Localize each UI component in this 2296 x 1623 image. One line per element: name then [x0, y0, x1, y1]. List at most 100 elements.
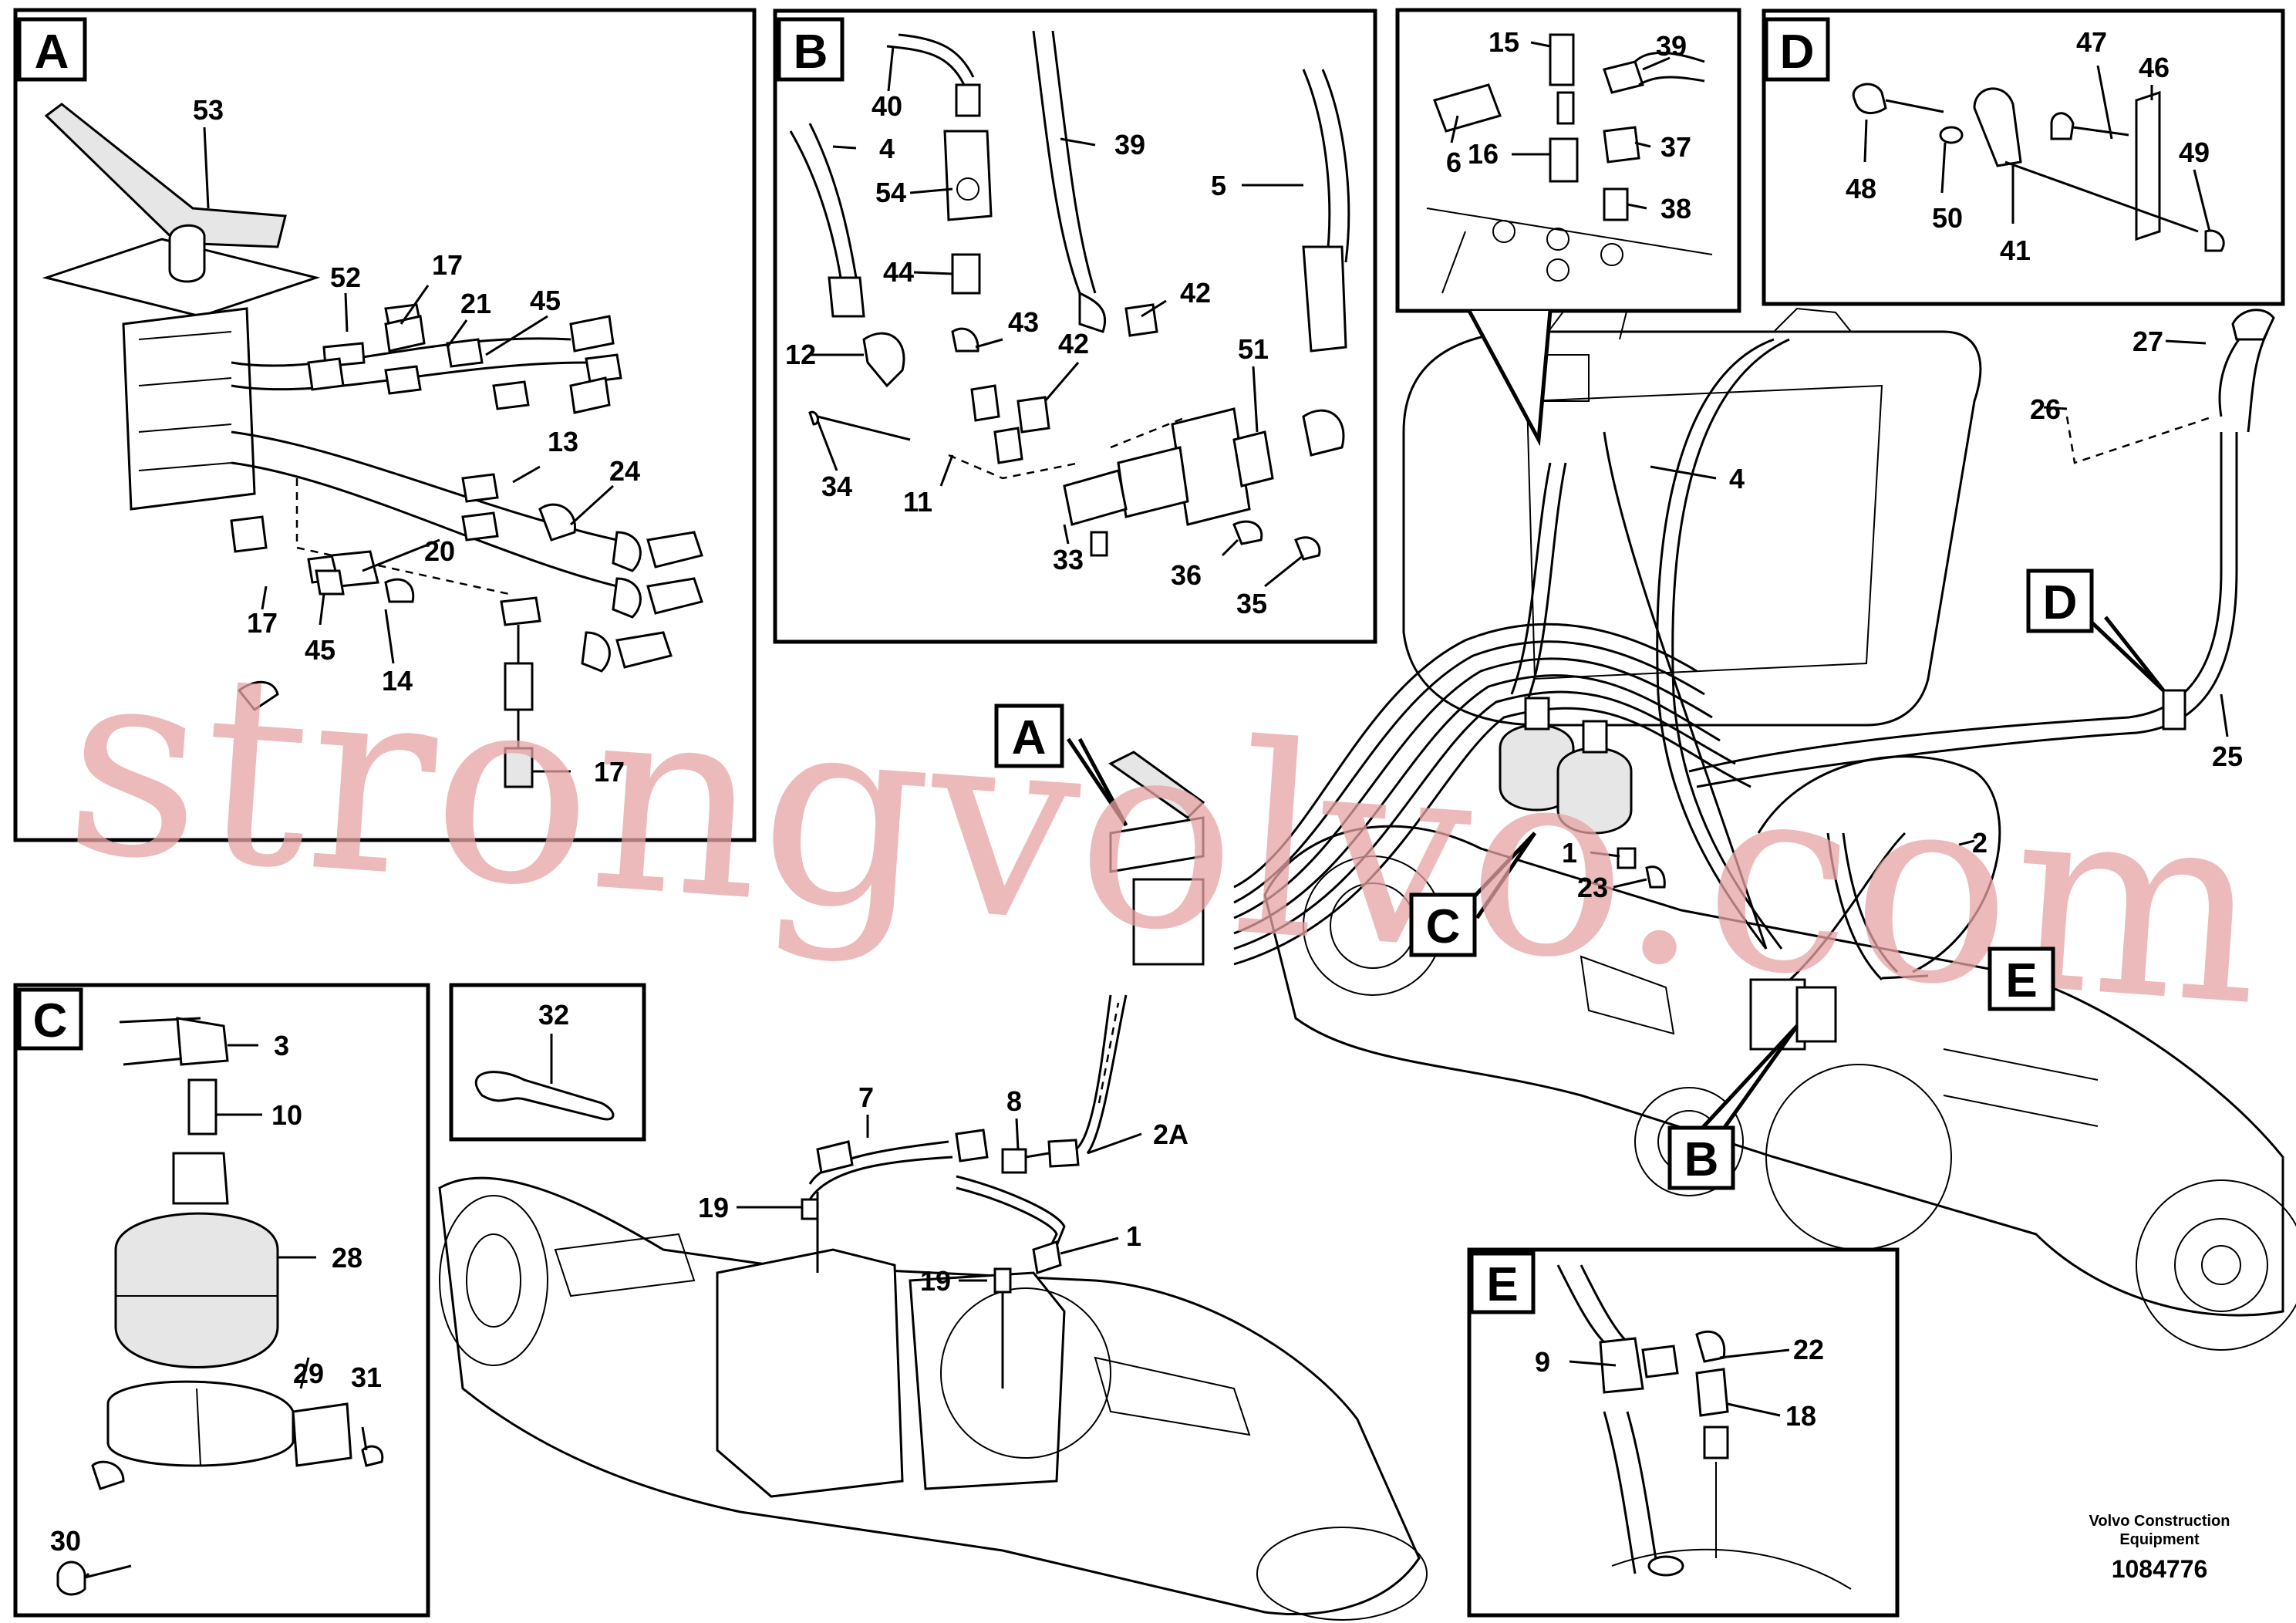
- callout-46: 46: [2139, 52, 2170, 83]
- svg-text:D: D: [2043, 576, 2078, 629]
- callout-7: 7: [858, 1081, 874, 1113]
- callout-54: 54: [875, 177, 906, 208]
- svg-text:A: A: [35, 25, 69, 79]
- callout-21: 21: [460, 288, 491, 319]
- callout-38: 38: [1660, 193, 1691, 224]
- callout-12: 12: [785, 339, 816, 370]
- callout-13: 13: [548, 426, 578, 457]
- badge-panel-c: C: [17, 987, 83, 1051]
- callout-5: 5: [1211, 170, 1226, 201]
- accumulator-drawing: [1499, 697, 1633, 835]
- callout-45: 45: [530, 285, 561, 316]
- callout-49: 49: [2179, 137, 2210, 168]
- badge-main-a: A: [994, 704, 1064, 768]
- badge-main-b: B: [1667, 1125, 1735, 1190]
- callout-2: 2: [1972, 827, 1988, 859]
- panel-b-drawing: [789, 30, 1350, 561]
- svg-text:C: C: [33, 994, 68, 1048]
- callout-8: 8: [1006, 1085, 1022, 1117]
- callout-10: 10: [271, 1099, 302, 1131]
- callout-43: 43: [1008, 306, 1039, 338]
- badge-main-d: D: [2026, 569, 2094, 633]
- callout-4-main: 4: [1729, 463, 1745, 494]
- badge-main-c: C: [1409, 892, 1477, 957]
- main-callouts: 27 26 4 25 2 1 23 7 8 2A 19 19 1: [698, 326, 2243, 1297]
- main-assembly-drawing: [438, 277, 2296, 1621]
- callout-28: 28: [332, 1242, 362, 1274]
- badge-panel-e: E: [1469, 1251, 1536, 1314]
- callout-20: 20: [424, 535, 455, 567]
- panel-d: [1762, 8, 2285, 306]
- svg-text:C: C: [1426, 900, 1461, 953]
- callout-39b: 39: [1656, 30, 1687, 62]
- callout-39: 39: [1114, 129, 1145, 160]
- callout-22: 22: [1793, 1334, 1824, 1365]
- callout-51: 51: [1238, 333, 1269, 365]
- callout-3: 3: [274, 1030, 289, 1061]
- document-number: 1084776: [2112, 1555, 2208, 1583]
- callout-44: 44: [883, 256, 914, 288]
- callout-2a: 2A: [1153, 1119, 1188, 1150]
- panel-top-callouts: 15 39 6 16 37 38: [1446, 26, 1691, 224]
- callout-42b: 42: [1058, 328, 1089, 359]
- callout-1-main: 1: [1562, 837, 1577, 869]
- panel-a-callouts: 53 52 17 21 45 13 24 20 17 45 14 17: [193, 94, 640, 788]
- callout-23: 23: [1577, 872, 1608, 903]
- svg-text:E: E: [1486, 1258, 1518, 1311]
- callout-15: 15: [1489, 26, 1519, 58]
- panel-c-drawing: [56, 1017, 384, 1596]
- panel-e-callouts: 9 22 18: [1535, 1334, 1824, 1432]
- svg-text:B: B: [1684, 1133, 1719, 1186]
- callout-17b: 17: [247, 607, 278, 639]
- callout-41: 41: [2000, 235, 2031, 266]
- svg-text:E: E: [2005, 954, 2037, 1007]
- panel-d-drawing: [1852, 83, 2225, 252]
- panel-e-drawing: [1556, 1264, 1852, 1590]
- leader-lines: [83, 41, 2229, 1579]
- svg-text:A: A: [1012, 711, 1047, 764]
- badge-main-e: E: [1988, 946, 2055, 1011]
- callout-19b: 19: [920, 1265, 951, 1297]
- callout-50: 50: [1932, 202, 1963, 234]
- callout-27: 27: [2132, 326, 2163, 357]
- panel-b-callouts: 40 4 39 5 54 44 43 42 42 51 12 34 11 33 …: [785, 90, 1269, 619]
- panel-d-callouts: 47 46 48 50 41 49: [1846, 26, 2210, 266]
- callout-29: 29: [293, 1358, 324, 1389]
- panel-e: [1467, 1247, 1900, 1618]
- callout-25: 25: [2212, 741, 2243, 772]
- callout-6: 6: [1446, 147, 1462, 178]
- cable-tie-drawing: [474, 1071, 615, 1121]
- callout-33: 33: [1053, 544, 1084, 575]
- callout-37: 37: [1660, 131, 1691, 163]
- panel-c: [13, 983, 430, 1618]
- panel-c-callouts: 3 10 28 29 31 30: [50, 1030, 382, 1557]
- callout-1-lower: 1: [1126, 1220, 1141, 1252]
- badge-panel-b: B: [777, 17, 845, 82]
- callout-18: 18: [1785, 1400, 1816, 1432]
- callout-16: 16: [1468, 138, 1499, 170]
- badge-panel-a: A: [17, 17, 87, 82]
- svg-text:B: B: [794, 25, 828, 79]
- callout-52: 52: [330, 262, 361, 293]
- callout-17c: 17: [594, 756, 625, 788]
- callout-24: 24: [609, 455, 640, 487]
- panel-strap-32: [449, 983, 646, 1142]
- badge-panel-d: D: [1764, 17, 1830, 82]
- callout-19a: 19: [698, 1192, 729, 1223]
- callout-40: 40: [872, 90, 902, 122]
- callout-32: 32: [538, 999, 569, 1031]
- company-name-line1: Volvo Construction: [2089, 1513, 2230, 1530]
- callout-26: 26: [2030, 393, 2061, 425]
- svg-text:D: D: [1780, 25, 1815, 79]
- callout-45b: 45: [305, 634, 335, 666]
- callout-9: 9: [1535, 1346, 1550, 1378]
- panel-a-drawing: [42, 103, 703, 788]
- callout-47: 47: [2076, 26, 2107, 58]
- callout-36: 36: [1171, 559, 1202, 591]
- panel-a: [13, 8, 757, 842]
- footer: Volvo Construction Equipment 1084776: [2089, 1513, 2230, 1583]
- company-name-line2: Equipment: [2119, 1531, 2200, 1548]
- callout-53: 53: [193, 94, 224, 126]
- callout-48: 48: [1846, 173, 1876, 204]
